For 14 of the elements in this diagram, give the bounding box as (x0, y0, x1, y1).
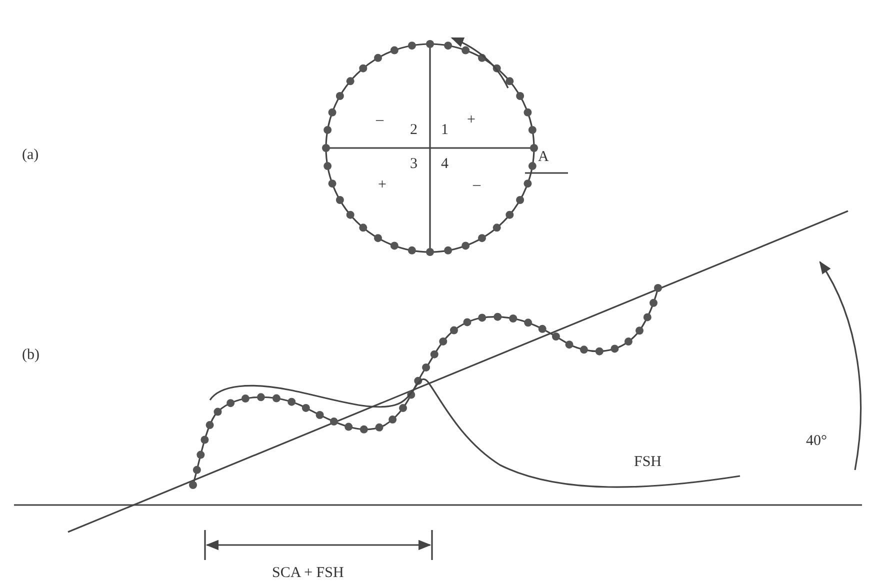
sign-label: + (467, 113, 476, 128)
quadrant-number: 2 (410, 123, 418, 138)
sign-label: + (378, 178, 386, 193)
axis-label: A (538, 150, 549, 165)
panel-label: (a) (22, 148, 39, 163)
angle-label: 40° (806, 434, 827, 449)
quadrant-number: 3 (410, 157, 418, 172)
panel-label: (b) (22, 348, 40, 363)
dimension-label: SCA + FSH (272, 566, 344, 581)
quadrant-number: 1 (441, 123, 448, 138)
curve-label: FSH (634, 455, 662, 470)
sign-label: – (376, 113, 384, 128)
sign-label: – (473, 178, 480, 193)
quadrant-number: 4 (441, 157, 448, 172)
